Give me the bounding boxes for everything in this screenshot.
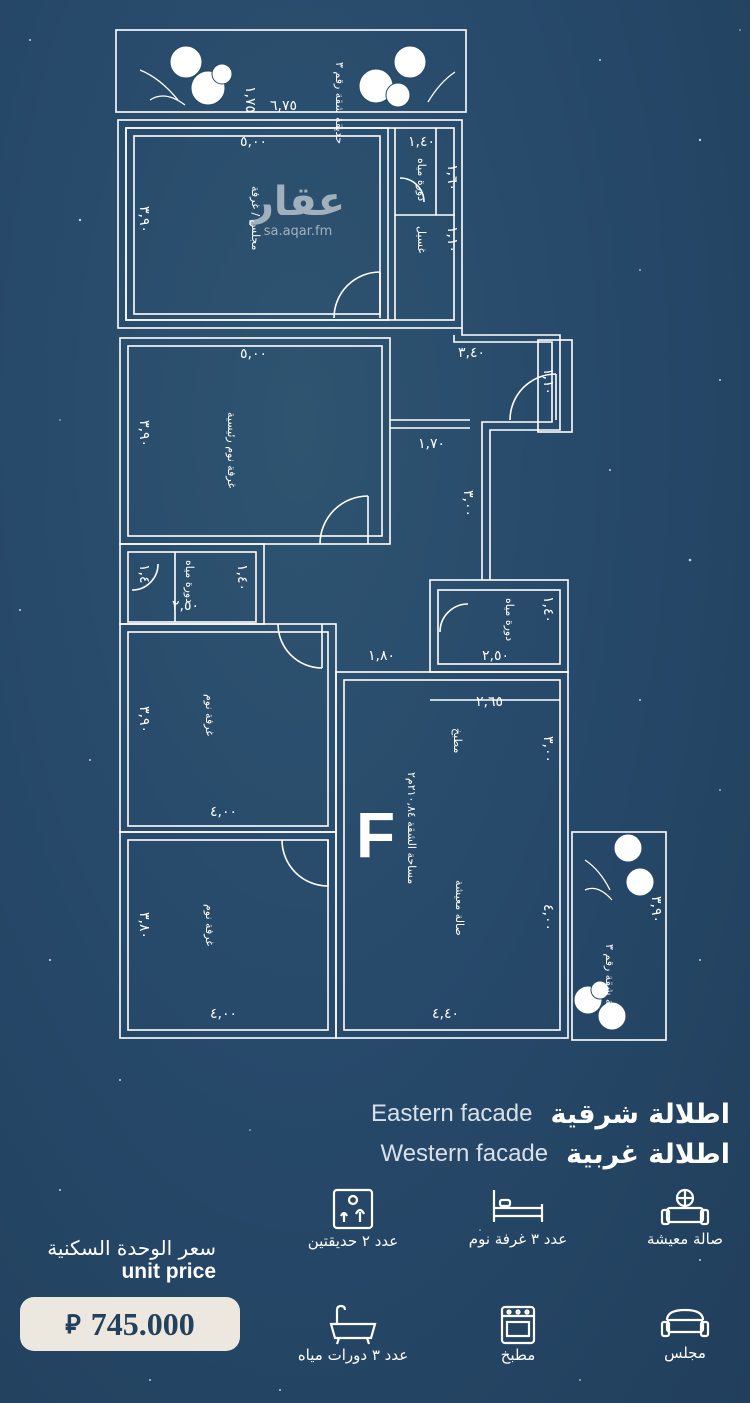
dim-garden-top-depth: ١,٧٥ (242, 86, 258, 113)
feature-gardens: عدد ٢ حديقتين (278, 1186, 428, 1251)
riyal-currency-icon: ⃁ (65, 1309, 81, 1340)
label-living: صالة معيشة (453, 880, 466, 936)
unit-letter: F (356, 799, 396, 871)
watermark-url: sa.aqar.fm (263, 224, 333, 239)
dim-bed2-width: ٤,٠٠ (210, 1006, 237, 1022)
aqar-watermark: عقار sa.aqar.fm (238, 180, 358, 239)
label-garden-top: حديقة شقة رقم ٣ (333, 62, 346, 144)
feature-gardens-label: عدد ٢ حديقتين (307, 1232, 399, 1250)
price-value: 745.000 (90, 1305, 195, 1342)
feature-majlis-label: مجلس (664, 1344, 706, 1362)
dim-bed1-width: ٤,٠٠ (210, 804, 237, 820)
dim-kitchen-width: ٢,٦٥ (476, 694, 503, 710)
sofa-icon (660, 1188, 710, 1226)
label-bedroom-1: غرفة نوم (203, 694, 216, 736)
watermark-name: عقار (250, 179, 346, 225)
facade-eastern-ar: اطلالة شرقية (550, 1098, 730, 1130)
dim-top-room-width: ٥,٠٠ (240, 134, 267, 150)
garden-icon (332, 1188, 374, 1230)
dim-living-height: ٤,٠٠ (540, 904, 556, 931)
feature-bedrooms: عدد ٣ غرفة نوم (443, 1186, 593, 1249)
dim-service-height: ١,١٠ (444, 226, 460, 253)
label-maid-room: مجلس / غرفة (249, 186, 262, 250)
facade-eastern-en: Eastern facade (371, 1100, 533, 1127)
dim-garden-top-width: ٦,٧٥ (270, 98, 297, 114)
stove-icon (500, 1305, 536, 1345)
label-service: غسيل (415, 226, 428, 253)
price-title-ar: سعر الوحدة السكنية (47, 1236, 216, 1260)
feature-bedrooms-label: عدد ٣ غرفة نوم (468, 1230, 568, 1248)
label-top-bath: دورة مياه (415, 158, 428, 201)
label-garden-side: حديقة شقة رقم ٣ (603, 944, 616, 1026)
dim-garden-side-height: ٣,٩٠ (648, 896, 664, 923)
dim-living-width: ٤,٤٠ (432, 1006, 459, 1022)
dim-bath-left-depth: ١,٤٠ (234, 564, 250, 591)
feature-kitchen: مطبخ (443, 1304, 593, 1365)
dim-top-room-height: ٣,٩٠ (136, 206, 152, 233)
dim-bath-right-width: ٢,٥٠ (482, 648, 509, 664)
dim-bath-right-height: ١,٤٠ (540, 596, 556, 623)
feature-majlis: مجلس (610, 1304, 750, 1363)
price-box: ⃁ 745.000 (20, 1297, 240, 1351)
feature-living-room-label: صالة معيشة (647, 1230, 723, 1248)
dim-top-bath-height: ١,٦٠ (444, 164, 460, 191)
label-kitchen: مطبخ (451, 728, 464, 753)
bathtub-icon (329, 1304, 377, 1345)
feature-kitchen-label: مطبخ (500, 1346, 536, 1364)
feature-bathrooms-label: عدد ٣ دورات مياه (297, 1346, 409, 1364)
dim-corridor-width: ٣,٤٠ (458, 345, 485, 361)
floor-plan: ٦,٧٥ ١,٧٥ ٥,٠٠ ١,٤٠ ١,٦٠ ٣,٩٠ ١,١٠ ٣,٤٠ … (136, 45, 664, 1031)
label-area: مساحة الشقة ٢١٠,٨٤م٢ (405, 772, 418, 884)
facade-western-en: Western facade (380, 1140, 549, 1167)
dim-passage-width: ١,٧٠ (418, 436, 445, 452)
label-master-bedroom: غرفة نوم رئيسية (225, 412, 238, 488)
dim-bath-left-width: ٢,٥٠ (172, 598, 199, 614)
dim-top-bath-width: ١,٤٠ (408, 134, 435, 150)
feature-bathrooms: عدد ٣ دورات مياه (278, 1304, 428, 1365)
price-title-en: unit price (121, 1260, 216, 1283)
dim-hall-width: ١,٨٠ (368, 648, 395, 664)
dim-entry-height: ١,١٠ (540, 368, 556, 395)
dim-bed1-height: ٣,٩٠ (136, 706, 152, 733)
dim-kitchen-height: ٣,٠٠ (540, 736, 556, 763)
label-bath-left: دورة مياه (183, 560, 196, 603)
bed-icon (492, 1190, 544, 1222)
facade-western: Western facade اطلالة غربية (300, 1134, 730, 1174)
couch-icon (660, 1308, 710, 1338)
dim-master-height: ٣,٩٠ (136, 420, 152, 447)
dim-master-width: ٥,٠٠ (240, 346, 267, 362)
facade-eastern: Eastern facade اطلالة شرقية (300, 1094, 730, 1134)
facades-list: Eastern facade اطلالة شرقية Western faca… (300, 1094, 730, 1174)
dim-bath-left-height: ١,٤٠ (136, 564, 152, 591)
dim-passage-height: ٣,٠٠ (460, 490, 476, 517)
feature-living-room: صالة معيشة (610, 1186, 750, 1249)
dim-bed2-height: ٣,٨٠ (136, 912, 152, 939)
label-bedroom-2: غرفة نوم (203, 904, 216, 946)
label-bath-right: دورة مياه (503, 598, 516, 641)
facade-western-ar: اطلالة غربية (566, 1138, 730, 1170)
